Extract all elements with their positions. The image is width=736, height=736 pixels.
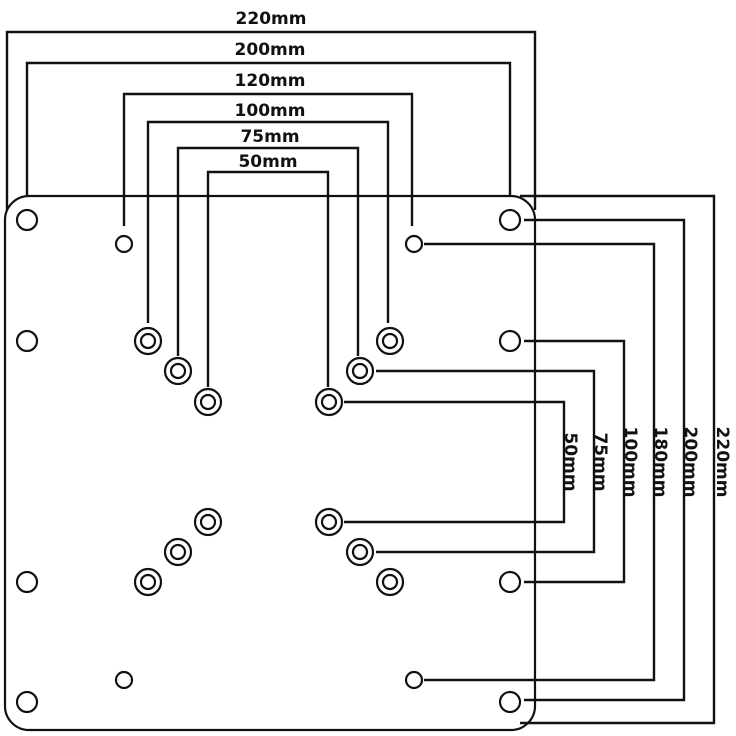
hole-100-top-left: [133, 326, 163, 356]
hole-50-bottom-left: [193, 507, 223, 537]
dim-line-220-top: [5, 30, 537, 210]
dim-line-50-top: [206, 170, 330, 387]
hole-120-top-left: [114, 234, 134, 254]
label-220mm-right: 220mm: [712, 427, 732, 498]
hole-120-bottom-right: [404, 670, 424, 690]
hole-100-top-right: [375, 326, 405, 356]
label-50mm-right: 50mm: [560, 432, 580, 491]
hole-100-bottom-right: [375, 567, 405, 597]
dim-line-120-top: [122, 92, 414, 226]
dim-line-100-top: [146, 120, 390, 323]
hole-side-upper-left: [15, 329, 39, 353]
hole-side-lower-right: [498, 570, 522, 594]
label-75mm-right: 75mm: [590, 432, 610, 491]
hole-75-top-right: [345, 356, 375, 386]
hole-side-upper-right: [498, 329, 522, 353]
hole-side-lower-left: [15, 570, 39, 594]
dim-line-75-right: [376, 369, 596, 554]
dim-line-200-top: [25, 61, 512, 196]
dim-line-180-right: [424, 242, 656, 682]
label-75mm-top: 75mm: [240, 127, 299, 147]
hole-50-top-left: [193, 387, 223, 417]
dim-line-220-right: [520, 194, 716, 725]
hole-200-top-left: [15, 208, 39, 232]
dim-line-50-right: [344, 400, 566, 524]
label-100mm-top: 100mm: [235, 101, 306, 121]
hole-50-top-right: [314, 387, 344, 417]
label-200mm-right: 200mm: [680, 427, 700, 498]
label-100mm-right: 100mm: [620, 427, 640, 498]
dim-line-200-right: [524, 218, 686, 702]
hole-50-bottom-right: [314, 507, 344, 537]
hole-200-bottom-left: [15, 690, 39, 714]
label-200mm-top: 200mm: [235, 40, 306, 60]
hole-120-bottom-left: [114, 670, 134, 690]
hole-100-bottom-left: [133, 567, 163, 597]
dim-line-100-right: [524, 339, 626, 584]
hole-200-bottom-right: [498, 690, 522, 714]
hole-200-top-right: [498, 208, 522, 232]
hole-120-top-right: [404, 234, 424, 254]
label-50mm-top: 50mm: [238, 152, 297, 172]
hole-75-bottom-right: [345, 537, 375, 567]
label-120mm-top: 120mm: [235, 71, 306, 91]
hole-75-top-left: [163, 356, 193, 386]
dim-line-75-top: [176, 146, 360, 356]
label-220mm-top: 220mm: [236, 9, 307, 29]
label-180mm-right: 180mm: [650, 427, 670, 498]
hole-75-bottom-left: [163, 537, 193, 567]
mounting-plate: [3, 194, 537, 732]
